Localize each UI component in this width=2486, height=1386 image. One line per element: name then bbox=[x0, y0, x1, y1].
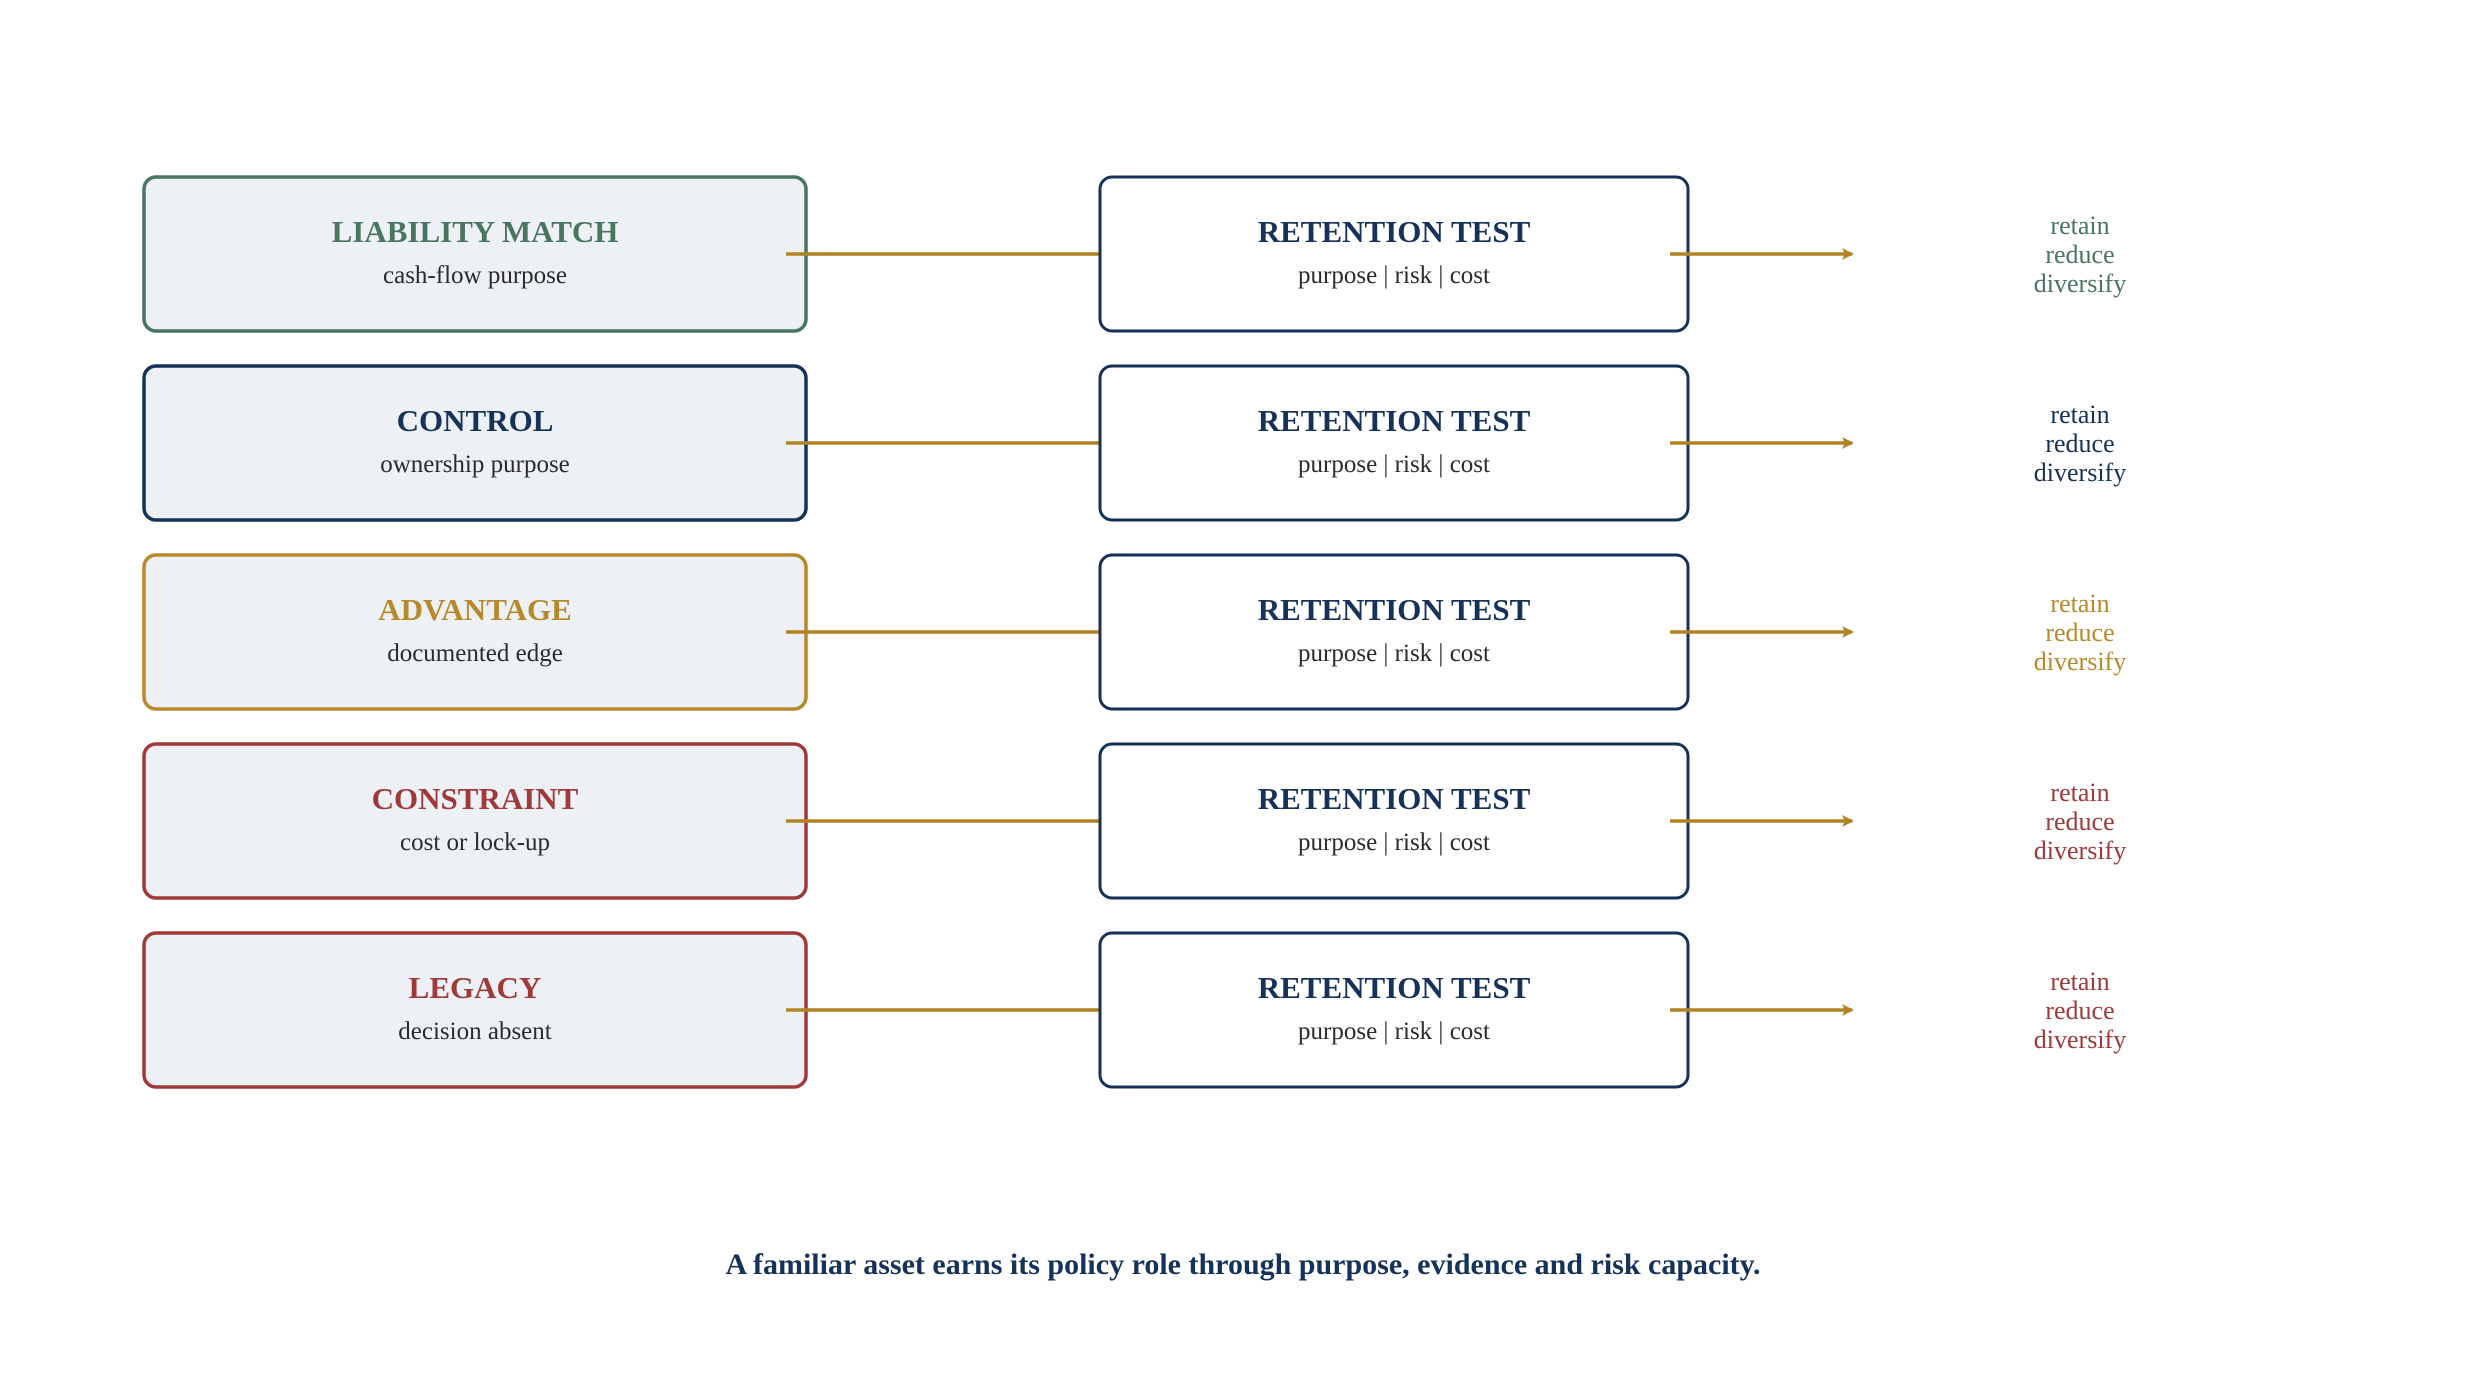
flow-row: LIABILITY MATCH cash-flow purpose RETENTIO… bbox=[142, 175, 2126, 333]
outcome-label: retain bbox=[2050, 778, 2109, 807]
category-title: CONTROL bbox=[397, 403, 554, 438]
category-subtitle: documented edge bbox=[387, 640, 563, 667]
retention-test-subtitle: purpose | risk | cost bbox=[1298, 640, 1490, 667]
retention-test-title: RETENTION TEST bbox=[1258, 970, 1531, 1005]
category-subtitle: decision absent bbox=[398, 1018, 551, 1045]
category-box bbox=[142, 364, 808, 522]
outcome-label: reduce bbox=[2045, 807, 2114, 836]
outcome-label: diversify bbox=[2034, 1025, 2126, 1054]
flow-row: ADVANTAGE documented edge RETENTION TEST pu… bbox=[142, 553, 2126, 711]
outcome-label: diversify bbox=[2034, 269, 2126, 298]
category-subtitle: cost or lock-up bbox=[400, 829, 550, 856]
outcome-label: retain bbox=[2050, 211, 2109, 240]
outcome-label: reduce bbox=[2045, 618, 2114, 647]
outcome-label: reduce bbox=[2045, 429, 2114, 458]
retention-test-subtitle: purpose | risk | cost bbox=[1298, 262, 1490, 289]
retention-test-box bbox=[1098, 364, 1690, 522]
retention-test-box bbox=[1098, 742, 1690, 900]
retention-test-subtitle: purpose | risk | cost bbox=[1298, 829, 1490, 856]
outcome-label: retain bbox=[2050, 967, 2109, 996]
flow-row: LEGACY decision absent RETENTION TEST purpo… bbox=[142, 931, 2126, 1089]
retention-test-box bbox=[1098, 175, 1690, 333]
retention-test-subtitle: purpose | risk | cost bbox=[1298, 451, 1490, 478]
category-title: LIABILITY MATCH bbox=[332, 214, 619, 249]
category-subtitle: cash-flow purpose bbox=[383, 262, 567, 289]
flow-row: CONTROL ownership purpose RETENTION TEST pu… bbox=[142, 364, 2126, 522]
outcome-label: diversify bbox=[2034, 647, 2126, 676]
category-box bbox=[142, 742, 808, 900]
retention-test-title: RETENTION TEST bbox=[1258, 214, 1531, 249]
category-box bbox=[142, 931, 808, 1089]
outcome-label: retain bbox=[2050, 589, 2109, 618]
retention-test-title: RETENTION TEST bbox=[1258, 781, 1531, 816]
flow-row: CONSTRAINT cost or lock-up RETENTION TEST p… bbox=[142, 742, 2126, 900]
category-box bbox=[142, 175, 808, 333]
outcome-label: reduce bbox=[2045, 240, 2114, 269]
retention-test-subtitle: purpose | risk | cost bbox=[1298, 1018, 1490, 1045]
category-subtitle: ownership purpose bbox=[380, 451, 570, 478]
outcome-label: retain bbox=[2050, 400, 2109, 429]
retention-test-box bbox=[1098, 553, 1690, 711]
retention-test-title: RETENTION TEST bbox=[1258, 592, 1531, 627]
category-box bbox=[142, 553, 808, 711]
category-title: ADVANTAGE bbox=[378, 592, 572, 627]
retention-test-title: RETENTION TEST bbox=[1258, 403, 1531, 438]
outcome-label: diversify bbox=[2034, 458, 2126, 487]
retention-test-box bbox=[1098, 931, 1690, 1089]
category-title: LEGACY bbox=[409, 970, 542, 1005]
outcome-label: diversify bbox=[2034, 836, 2126, 865]
category-title: CONSTRAINT bbox=[372, 781, 579, 816]
outcome-label: reduce bbox=[2045, 996, 2114, 1025]
diagram-caption: A familiar asset earns its policy role t… bbox=[725, 1248, 1761, 1281]
